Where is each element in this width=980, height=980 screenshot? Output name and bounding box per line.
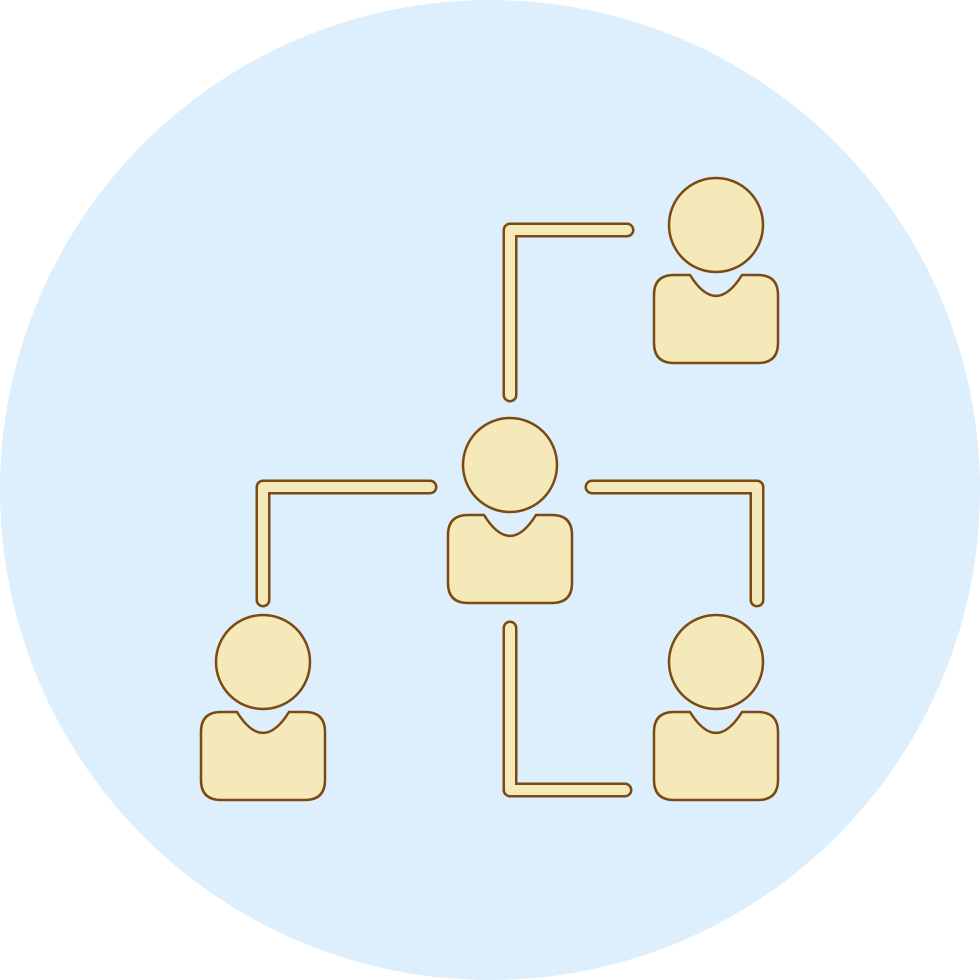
user-body — [199, 710, 327, 802]
person-center-user-icon — [446, 416, 574, 605]
person-bottom-left-user-icon — [199, 613, 327, 802]
connector-center-to-right — [587, 482, 762, 605]
person-bottom-right-user-icon — [652, 613, 780, 802]
connector-center-to-left — [258, 482, 435, 605]
connector-center-to-bottom-right — [505, 623, 630, 795]
person-top-right-user-icon — [652, 176, 780, 365]
user-head — [461, 416, 559, 514]
user-body — [652, 710, 780, 802]
user-body — [652, 273, 780, 365]
user-head — [667, 613, 765, 711]
connectors-group — [255, 222, 765, 798]
user-body — [446, 513, 574, 605]
user-head — [667, 176, 765, 274]
people-group — [199, 176, 780, 802]
user-head — [214, 613, 312, 711]
connector-center-to-top-right — [505, 225, 632, 400]
